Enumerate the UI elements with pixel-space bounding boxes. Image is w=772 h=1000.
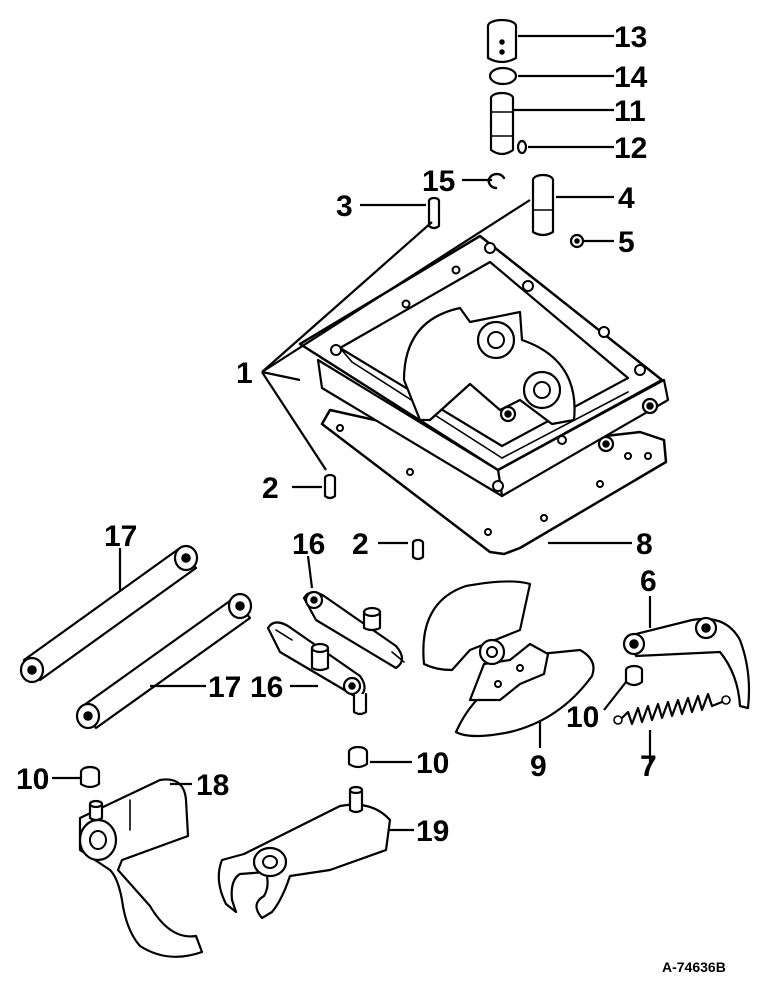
part-5-nut <box>569 233 585 249</box>
part-12-pin <box>516 139 528 155</box>
callout-3: 3 <box>336 190 353 223</box>
part-6-lever <box>622 616 751 710</box>
callout-6: 6 <box>640 565 657 598</box>
part-18-shift-fork <box>78 778 204 958</box>
callout-5: 5 <box>618 226 635 259</box>
callout-17-lower: 17 <box>208 671 241 704</box>
callout-2-upper: 2 <box>262 472 279 505</box>
callout-18: 18 <box>196 769 229 802</box>
part-9-cam-plate <box>422 580 595 738</box>
callout-17-upper: 17 <box>104 520 137 553</box>
part-2-dowel-lower <box>411 538 425 561</box>
callout-16-upper: 16 <box>292 528 325 561</box>
part-14-o-ring <box>488 66 518 86</box>
part-4-stud <box>531 173 555 237</box>
callout-10-middle: 10 <box>416 747 449 780</box>
callout-16-lower: 16 <box>250 671 283 704</box>
part-16-link-upper <box>302 590 405 670</box>
callout-12: 12 <box>614 132 647 165</box>
part-10-bushing-right <box>624 664 644 687</box>
part-19-shift-fork <box>217 785 392 920</box>
callout-7: 7 <box>640 750 657 783</box>
callout-9: 9 <box>530 750 547 783</box>
part-10-bushing-left <box>79 765 101 789</box>
callout-10-right: 10 <box>566 701 599 734</box>
part-16-link-lower <box>266 621 368 716</box>
part-1-cover-housing <box>298 234 670 498</box>
part-13-sleeve <box>486 18 518 64</box>
callout-13: 13 <box>614 21 647 54</box>
part-17-rod-lower <box>75 592 253 730</box>
callout-8: 8 <box>636 528 653 561</box>
callout-19: 19 <box>416 815 449 848</box>
callout-15: 15 <box>422 165 455 198</box>
part-11-plunger <box>489 91 515 156</box>
callout-10-left: 10 <box>16 763 49 796</box>
drawing-number: A-74636B <box>662 959 726 975</box>
callout-11: 11 <box>614 95 646 128</box>
part-17-rod-upper <box>19 544 199 684</box>
callout-14: 14 <box>614 61 648 94</box>
part-15-snap-ring <box>487 172 506 190</box>
callout-1: 1 <box>236 357 253 390</box>
part-2-dowel-upper <box>323 473 337 500</box>
callout-4: 4 <box>618 182 635 215</box>
part-7-spring <box>613 692 731 726</box>
part-10-bushing-middle <box>347 745 369 769</box>
leader-lines <box>52 34 652 832</box>
callout-2-lower: 2 <box>352 528 369 561</box>
